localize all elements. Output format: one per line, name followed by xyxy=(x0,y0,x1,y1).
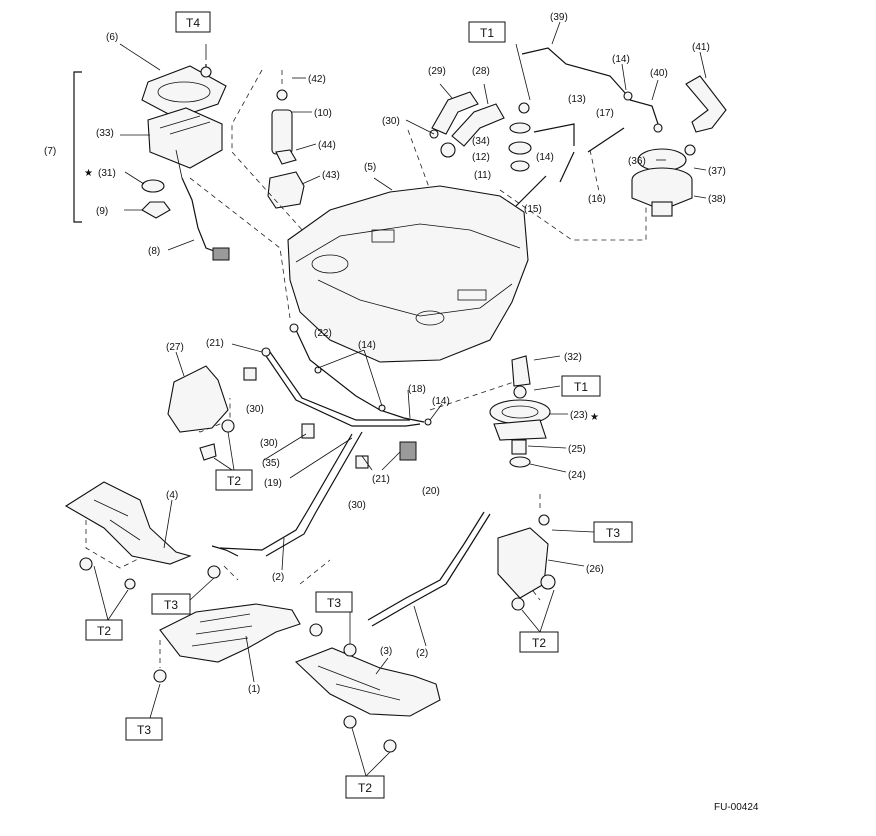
tag-box-t1-top xyxy=(468,21,506,43)
torque-tag-t1-top: T1 xyxy=(480,26,494,40)
callout-6: (6) xyxy=(106,32,118,43)
tag-box-t2-right xyxy=(519,631,559,653)
star-mark-31: ★ xyxy=(84,168,93,179)
callout-30-mid: (30) xyxy=(260,438,278,449)
callout-9: (9) xyxy=(96,206,108,217)
callout-35: (35) xyxy=(262,458,280,469)
fuel-tank xyxy=(287,177,529,363)
callout-33: (33) xyxy=(96,128,114,139)
callout-39: (39) xyxy=(550,12,568,23)
tag-box-t3-right xyxy=(593,521,633,543)
filler-hose-group xyxy=(405,43,625,207)
callout-5: (5) xyxy=(364,162,376,173)
torque-tag-t1-mid: T1 xyxy=(574,380,588,394)
callout-24: (24) xyxy=(568,470,586,481)
protector-27 xyxy=(167,351,235,471)
torque-tag-t2-mid: T2 xyxy=(227,474,241,488)
callout-3: (3) xyxy=(380,646,392,657)
callout-11: (11) xyxy=(474,170,491,181)
callout-27: (27) xyxy=(166,342,184,353)
callout-14-mid: (14) xyxy=(358,340,376,351)
tank-straps xyxy=(189,511,491,647)
callout-29: (29) xyxy=(428,66,446,77)
callout-31: (31) xyxy=(98,168,116,179)
tag-box-t4 xyxy=(175,11,211,33)
torque-tag-t2-left: T2 xyxy=(97,624,111,638)
callout-10: (10) xyxy=(314,108,332,119)
callout-42: (42) xyxy=(308,74,326,85)
callout-30-top: (30) xyxy=(382,116,400,127)
star-mark-23: ★ xyxy=(590,412,599,423)
callout-12: (12) xyxy=(472,152,490,163)
tag-box-t3-center xyxy=(315,591,353,613)
callout-41: (41) xyxy=(692,42,710,53)
callout-44: (44) xyxy=(318,140,336,151)
torque-tag-t2-right: T2 xyxy=(532,636,546,650)
callout-7: (7) xyxy=(44,146,56,157)
figure-code: FU-00424 xyxy=(714,802,759,813)
torque-tag-t3-center: T3 xyxy=(327,596,341,610)
callout-25: (25) xyxy=(568,444,586,455)
callout-28: (28) xyxy=(472,66,490,77)
callout-15: (15) xyxy=(524,204,542,215)
callout-13: (13) xyxy=(568,94,586,105)
callout-34: (34) xyxy=(472,136,490,147)
callout-30-low: (30) xyxy=(348,500,366,511)
callout-16: (16) xyxy=(588,194,606,205)
torque-tags: T4 T1 T1 T2 T3 T3 T3 T2 T2 T3 T2 xyxy=(85,11,633,799)
tag-box-t2-mid xyxy=(215,469,253,491)
callout-18: (18) xyxy=(408,384,426,395)
tag-box-t1-mid xyxy=(561,375,601,397)
callout-labels: (6) (7) (33) ★ (31) (9) (8) (42) (10) (4… xyxy=(44,12,759,813)
tag-box-t2-left xyxy=(85,619,123,641)
protector-26 xyxy=(497,514,595,633)
tag-box-t3-left xyxy=(151,593,191,615)
callout-21-low: (21) xyxy=(372,474,390,485)
tag-box-t2-bottom xyxy=(345,775,385,799)
torque-tag-t3-left: T3 xyxy=(164,598,178,612)
canister-group xyxy=(521,21,727,217)
callout-8: (8) xyxy=(148,246,160,257)
tag-box-t3-bottom xyxy=(125,717,163,741)
callout-23: (23) xyxy=(570,410,588,421)
callout-36: (36) xyxy=(628,156,646,167)
callout-20: (20) xyxy=(422,486,440,497)
callout-2-right: (2) xyxy=(416,648,428,659)
callout-32: (32) xyxy=(564,352,582,363)
filter-group xyxy=(267,70,321,209)
heat-shield-1 xyxy=(149,603,323,719)
callout-43: (43) xyxy=(322,170,340,181)
callout-14-low: (14) xyxy=(432,396,450,407)
callout-19: (19) xyxy=(264,478,282,489)
callout-30-left: (30) xyxy=(246,404,264,415)
pump-unit-group xyxy=(489,355,568,473)
callout-17: (17) xyxy=(596,108,614,119)
callout-1: (1) xyxy=(248,684,260,695)
cover-4 xyxy=(64,481,192,621)
callout-4: (4) xyxy=(166,490,178,501)
torque-tag-t4: T4 xyxy=(186,16,200,30)
callout-2-left: (2) xyxy=(272,572,284,583)
torque-tag-t2-bottom: T2 xyxy=(358,781,372,795)
torque-tag-t3-bottom: T3 xyxy=(137,723,151,737)
torque-tag-t3-right: T3 xyxy=(606,526,620,540)
callout-22: (22) xyxy=(314,328,332,339)
callout-26: (26) xyxy=(586,564,604,575)
cover-3 xyxy=(294,612,441,777)
callout-40: (40) xyxy=(650,68,668,79)
callout-14-top: (14) xyxy=(536,152,554,163)
sender-unit-group xyxy=(73,43,230,261)
callout-37: (37) xyxy=(708,166,726,177)
callout-21-top: (21) xyxy=(206,338,224,349)
callout-38: (38) xyxy=(708,194,726,205)
fuel-pipe-group xyxy=(219,323,443,557)
callout-14-right: (14) xyxy=(612,54,630,65)
